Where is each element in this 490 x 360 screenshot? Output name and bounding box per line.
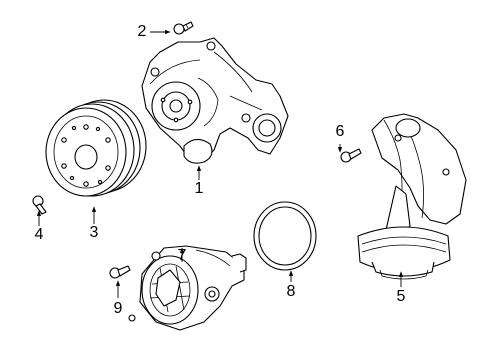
leader-lines [36, 29, 404, 298]
pulley-part-3 [45, 99, 147, 197]
callout-4: 4 [34, 226, 44, 243]
bolt-part-6 [340, 148, 362, 163]
o-ring-part-8 [253, 201, 317, 271]
bolt-part-4 [32, 195, 47, 215]
bolt-part-9 [109, 265, 131, 279]
callout-9: 9 [113, 300, 123, 317]
callout-7: 7 [177, 247, 187, 264]
callout-5: 5 [396, 288, 406, 305]
thermostat-housing-part-5 [357, 113, 467, 280]
callout-1: 1 [194, 180, 204, 197]
water-pump-assembly-part-7 [128, 245, 247, 331]
callout-3: 3 [89, 224, 99, 241]
callout-6: 6 [335, 123, 345, 140]
water-pump-housing-part-1 [141, 37, 289, 164]
callout-2: 2 [137, 23, 147, 40]
bolt-part-2 [173, 21, 194, 35]
callout-8: 8 [286, 283, 296, 300]
